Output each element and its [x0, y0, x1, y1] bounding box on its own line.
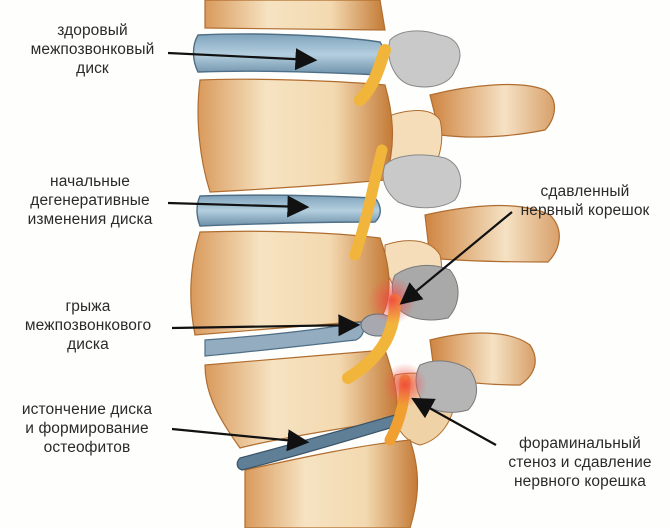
label-thinning-osteophytes: истончение диска и формирование остеофит…: [21, 401, 153, 456]
early-degenerated-disc: [196, 194, 381, 227]
arrow-compressed-root: [399, 211, 513, 305]
label-compressed-root: сдавленный нервный корешок: [520, 183, 650, 219]
arrow-early-degeneration: [167, 195, 310, 218]
arrow-foraminal-stenosis: [411, 397, 497, 446]
arrow-herniation: [171, 314, 361, 337]
label-foraminal-stenosis: фораминальный стеноз и сдавление нервног…: [508, 435, 652, 490]
arrow-healthy-disc: [167, 48, 318, 71]
pointer-arrows: [167, 48, 513, 452]
arrow-thinning: [171, 427, 310, 452]
label-early-degeneration: начальные дегенеративные изменения диска: [27, 173, 153, 228]
healthy-disc: [192, 33, 387, 76]
herniated-disc: [204, 321, 365, 357]
label-herniation: грыжа межпозвонкового диска: [24, 298, 152, 353]
label-healthy-disc: здоровый межпозвонковый диск: [30, 22, 155, 77]
